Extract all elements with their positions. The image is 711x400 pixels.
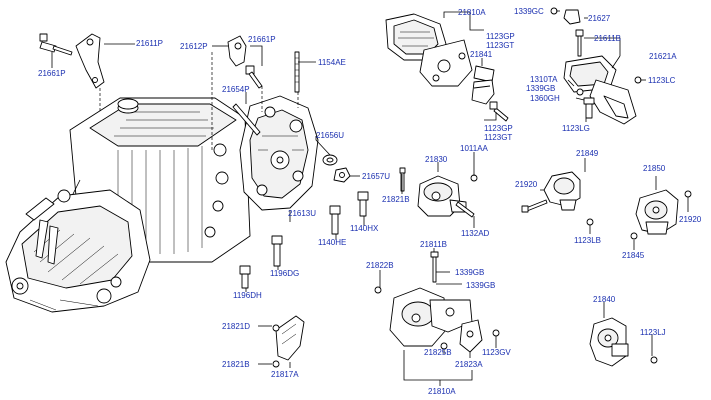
bracket-21611P	[75, 33, 105, 89]
label-1123LB: 1123LB	[574, 236, 601, 245]
label-1339GC: 1339GC	[514, 7, 544, 16]
label-1140HX: 1140HX	[350, 224, 379, 233]
label-21654P: 21654P	[222, 85, 250, 94]
label-21611B: 21611B	[594, 34, 621, 43]
label-21821D: 21821D	[222, 322, 251, 331]
mount-21850	[635, 189, 679, 235]
label-21821B-low: 21821B	[222, 360, 250, 369]
label-1011AA: 1011AA	[460, 144, 488, 153]
label-1132AD: 1132AD	[461, 229, 490, 238]
bolt-21821B-mid	[399, 167, 406, 192]
label-21920-a: 21920	[515, 180, 538, 189]
label-1123GT-a: 1123GT	[486, 41, 515, 50]
nut-21657U	[333, 167, 351, 183]
bolt-21661P-right	[245, 65, 263, 89]
label-21821B-mid: 21821B	[382, 195, 410, 204]
label-1310TA: 1310TA	[530, 75, 558, 84]
label-1339GB-a: 1339GB	[455, 268, 485, 277]
stud-21811B	[430, 251, 439, 283]
label-21661P-left: 21661P	[38, 69, 66, 78]
label-1196DH: 1196DH	[233, 291, 262, 300]
bolt-21845	[630, 232, 638, 240]
label-21612P: 21612P	[180, 42, 208, 51]
label-21841: 21841	[470, 50, 493, 59]
leader-lines	[51, 10, 689, 386]
bolt-1123GP	[489, 101, 509, 122]
mount-21810A-bottom	[389, 287, 473, 347]
clip-21627	[563, 9, 581, 25]
mount-21830	[417, 175, 467, 217]
label-1123LC: 1123LC	[648, 76, 676, 85]
label-1140HE: 1140HE	[318, 238, 347, 247]
label-21823A: 21823A	[455, 360, 483, 369]
bolt-21821D	[272, 324, 280, 332]
label-21817A: 21817A	[271, 370, 299, 379]
label-21830: 21830	[425, 155, 448, 164]
mount-21621A	[563, 55, 637, 125]
bolt-1196DH	[239, 265, 251, 289]
label-21613U: 21613U	[288, 209, 317, 218]
bolt-1123LJ	[650, 356, 658, 364]
bolt-1360GH	[583, 97, 595, 119]
bolt-1140HX	[357, 191, 369, 217]
bolt-21821B-low	[272, 360, 280, 368]
label-21657U: 21657U	[362, 172, 391, 181]
mount-21840	[589, 317, 629, 367]
label-21611P: 21611P	[136, 39, 163, 48]
bracket-21823A	[459, 319, 483, 353]
label-21850: 21850	[643, 164, 666, 173]
bolt-1132AD	[455, 201, 475, 218]
label-1196DG: 1196DG	[270, 269, 300, 278]
label-1123LJ: 1123LJ	[640, 328, 666, 337]
mount-21810A-top	[385, 13, 495, 87]
bolt-1140HE	[329, 205, 341, 235]
label-21661P-right: 21661P	[248, 35, 276, 44]
label-1123GP-a: 1123GP	[486, 32, 515, 41]
label-1154AE: 1154AE	[318, 58, 346, 67]
label-21811B: 21811B	[420, 240, 447, 249]
bolt-21822B	[374, 286, 382, 294]
label-21840: 21840	[593, 295, 616, 304]
label-21810A-top: 21810A	[458, 8, 486, 17]
label-21845: 21845	[622, 251, 645, 260]
stud-21654P	[232, 103, 261, 136]
label-21656U: 21656U	[316, 131, 345, 140]
bolt-1196DG	[271, 235, 283, 267]
label-1360GH: 1360GH	[530, 94, 560, 103]
washer-21656U	[322, 154, 338, 166]
engine-assembly	[5, 97, 251, 313]
label-1123GP-b: 1123GP	[484, 124, 513, 133]
mount-21849	[543, 171, 581, 211]
label-1339GB-b: 1339GB	[466, 281, 496, 290]
label-21920-b: 21920	[679, 215, 702, 224]
label-21849: 21849	[576, 149, 599, 158]
bolt-1123LB	[586, 218, 594, 226]
label-21810A-bottom: 21810A	[428, 387, 456, 396]
label-21822B: 21822B	[366, 261, 394, 270]
bolt-21661P-left	[39, 33, 73, 56]
bracket-21817A	[275, 315, 305, 361]
bolt-21920-b	[684, 190, 692, 198]
stud-1154AE	[294, 51, 300, 93]
label-21621A: 21621A	[649, 52, 677, 61]
bracket-21612P	[227, 35, 247, 67]
label-1123LG: 1123LG	[562, 124, 590, 133]
label-21627: 21627	[588, 14, 611, 23]
label-1123GV: 1123GV	[482, 348, 511, 357]
engine-bracket-21613U	[239, 95, 319, 211]
bolt-1123GV	[492, 329, 500, 337]
label-1339GB-top: 1339GB	[526, 84, 556, 93]
bracket-21841	[471, 79, 495, 105]
label-21825B: 21825B	[424, 348, 452, 357]
label-1123GT-b: 1123GT	[484, 133, 513, 142]
bolt-21920-a	[521, 199, 548, 213]
stud-21611B	[575, 29, 584, 57]
